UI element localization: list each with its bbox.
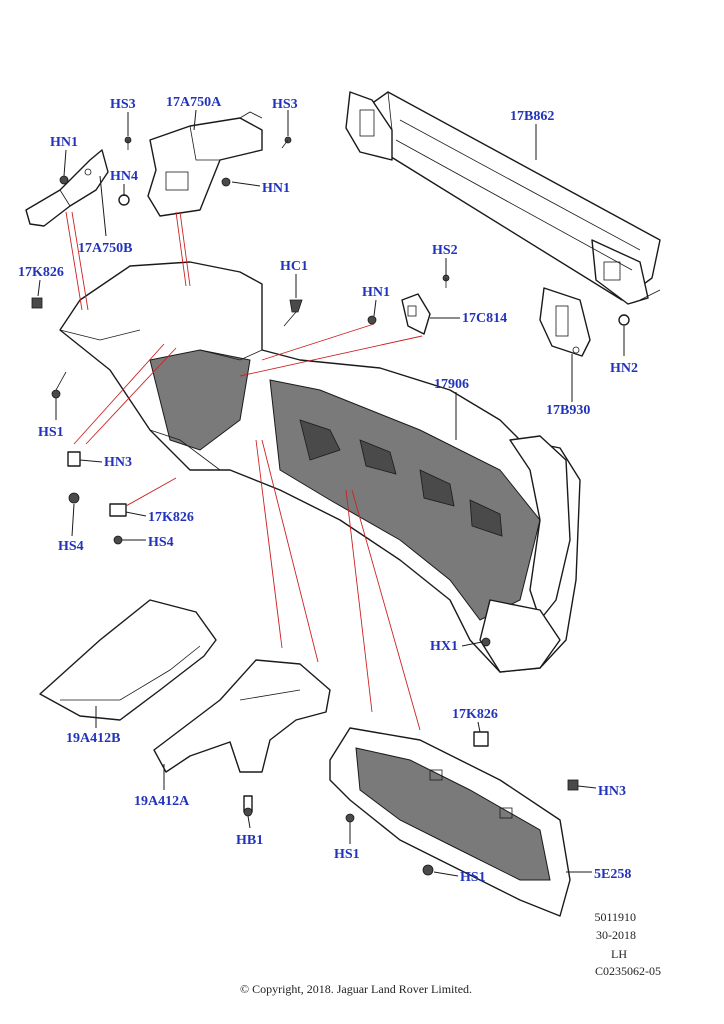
clip-hs2-icon [442,274,450,288]
clip-17k826-mid-icon [109,503,127,517]
label-hs4-b: HS4 [148,535,174,550]
label-17a750b: 17A750B [78,241,132,256]
clip-17k826-bottom-icon [473,731,489,747]
screw-hs1-mid-icon [345,813,355,823]
washer-hn2-icon [618,314,630,326]
drawing-date: 30-2018 [596,928,636,942]
fasteners [31,136,630,876]
nut-hn3-left-icon [67,451,81,467]
label-hb1: HB1 [236,833,263,848]
nut-hn1-right-icon [221,177,231,187]
label-17906: 17906 [434,377,469,392]
copyright-notice: © Copyright, 2018. Jaguar Land Rover Lim… [240,982,472,996]
label-17b862: 17B862 [510,109,554,124]
label-hn3-right: HN3 [598,784,626,799]
label-17b930: 17B930 [546,403,590,418]
bolt-hb1-icon [243,795,253,817]
label-17a750a: 17A750A [166,95,222,110]
label-17k826-bottom: 17K826 [452,707,498,722]
label-hn1-right: HN1 [262,181,290,196]
label-hn3-left: HN3 [104,455,132,470]
clip-17k826-top-icon [31,297,43,309]
nut-hn1-mid-icon [367,315,377,325]
leader-lines [37,109,625,877]
screw-hs4-a-icon [68,492,80,504]
label-hs1-right: HS1 [460,870,486,885]
label-19a412a: 19A412A [134,794,190,809]
screw-hs1-left-icon [51,371,67,399]
label-19a412b: 19A412B [66,731,120,746]
bracket-17b930 [539,287,591,357]
nut-hn1-left-icon [59,175,69,185]
label-hs1-mid: HS1 [334,847,360,862]
label-hn1-left: HN1 [50,135,78,150]
clip-hs3-right-icon [281,136,292,149]
label-hn1-mid: HN1 [362,285,390,300]
label-hn2: HN2 [610,361,638,376]
bracket-17a750a [147,111,263,217]
label-17c814: 17C814 [462,311,507,326]
label-hs2: HS2 [432,243,458,258]
label-hc1: HC1 [280,259,308,274]
part-labels: HS3 17A750A HS3 17B862 HN1 HN4 HN1 17A75… [18,95,638,885]
label-5e258: 5E258 [594,867,631,882]
ref-number: 5011910 [594,910,636,924]
label-hs1-left: HS1 [38,425,64,440]
label-17k826-top: 17K826 [18,265,64,280]
assembly-lines [65,211,423,731]
clip-hc1-icon [283,299,303,327]
bumper-beam-17b862 [345,91,661,305]
label-hs4-a: HS4 [58,539,84,554]
screw-hs1-right-icon [422,864,434,876]
bracket-17a750b [25,149,109,227]
label-hn4: HN4 [110,169,138,184]
undertray-19a412b [39,599,217,721]
bracket-17c814 [401,293,431,335]
drawing-code: C0235062-05 [595,964,661,978]
drawing-meta: 5011910 30-2018 LH C0235062-05 [594,910,661,978]
label-hs3-right: HS3 [272,97,298,112]
label-hx1: HX1 [430,639,458,654]
label-hs3-left: HS3 [110,97,136,112]
screw-hs4-b-icon [113,535,123,545]
nut-hn4-icon [118,194,130,206]
label-17k826-mid: 17K826 [148,510,194,525]
diffuser-5e258 [329,727,571,917]
clip-hs3-left-icon [124,136,132,150]
drawing-side: LH [611,947,627,961]
bumper-cover-17906 [59,261,581,673]
clip-hx1-icon [481,637,491,647]
nut-hn3-right-icon [567,779,579,791]
undertray-19a412a [153,659,331,773]
